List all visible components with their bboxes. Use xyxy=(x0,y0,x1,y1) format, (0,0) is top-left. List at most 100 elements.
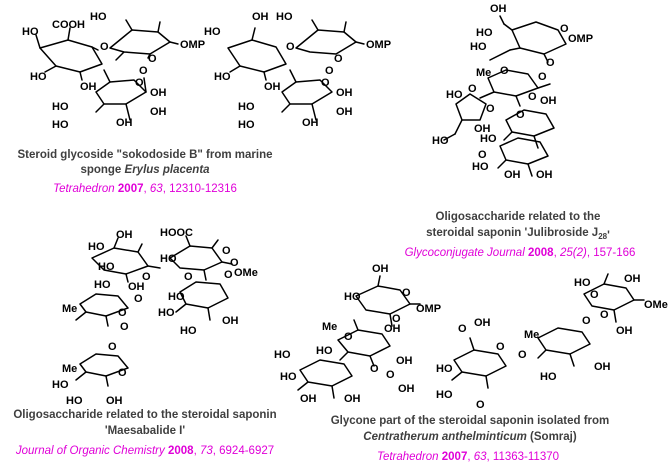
atom-label: OH xyxy=(222,315,239,327)
atom-label: O xyxy=(134,293,143,305)
reference: Glycoconjugate Journal 2008, 25(2), 157-… xyxy=(405,247,636,259)
caption-line-1: Oligosaccharide related to the steroidal… xyxy=(13,409,276,421)
atom-label: OH xyxy=(336,106,353,118)
atom-label: OH xyxy=(372,263,389,275)
atom-label: HO xyxy=(574,277,591,289)
atom-label: OH xyxy=(616,325,633,337)
atom-label: OH xyxy=(594,361,611,373)
atom-label: HO xyxy=(432,135,449,147)
atom-label: O xyxy=(590,289,599,301)
caption-line-1: Glycone part of the steroidal saponin is… xyxy=(331,415,610,427)
atom-label: O xyxy=(325,65,334,77)
atom-label: O xyxy=(344,331,353,343)
caption-line-2: sponge Erylus placenta xyxy=(80,164,210,176)
atom-label: OMP xyxy=(180,39,205,51)
atom-label: O xyxy=(468,83,477,95)
atom-label: Me xyxy=(322,321,337,333)
atom-label: O xyxy=(120,321,129,333)
atom-label: HO xyxy=(276,11,293,23)
atom-label: OH xyxy=(128,281,145,293)
atom-label: HO xyxy=(88,241,105,253)
bonds xyxy=(75,235,233,387)
atom-label: O xyxy=(560,23,569,35)
atom-label: O xyxy=(476,399,485,411)
atom-label: Me xyxy=(62,303,77,315)
atom-label: OH xyxy=(344,393,361,405)
atom-label: COOH xyxy=(52,19,85,31)
atom-label: O xyxy=(528,91,537,103)
atom-label: Me xyxy=(476,67,491,79)
atom-label: HO xyxy=(52,101,69,113)
atom-label: HO xyxy=(274,349,291,361)
atom-label: OMe xyxy=(234,267,258,279)
atom-label: HO xyxy=(280,371,297,383)
atom-label: OMP xyxy=(416,303,441,315)
atom-label: O xyxy=(230,257,239,269)
caption: Oligosaccharide related to the steroidal… xyxy=(426,211,610,242)
atom-label: HO xyxy=(472,161,489,173)
atom-label: HO xyxy=(66,395,83,407)
atom-label: HO xyxy=(344,291,361,303)
atom-label: O xyxy=(286,41,295,53)
atom-label: O xyxy=(600,309,609,321)
atom-label: O xyxy=(135,77,144,89)
reference: Tetrahedron 2007, 63, 11363-11370 xyxy=(377,451,559,463)
atom-label: OH xyxy=(116,117,133,129)
atom-label: HO xyxy=(52,119,69,131)
atom-label: O xyxy=(224,269,233,281)
bonds xyxy=(443,15,567,177)
bonds xyxy=(297,273,645,399)
atom-label: O xyxy=(546,57,555,69)
atom-label: Me xyxy=(524,329,539,341)
atom-label: HO xyxy=(94,279,111,291)
atom-label: O xyxy=(516,109,525,121)
atom-label: OH xyxy=(490,3,507,15)
atom-label: OH xyxy=(150,106,167,118)
atom-label: O xyxy=(321,77,330,89)
reference: Tetrahedron 2007, 63, 12310-12316 xyxy=(53,183,237,195)
atom-label: OMP xyxy=(568,33,593,45)
atom-label: O xyxy=(386,369,395,381)
atom-label: HOOC xyxy=(160,227,193,239)
caption-line-1: Oligosaccharide related to the xyxy=(436,211,601,223)
atom-label: HO xyxy=(30,71,47,83)
atom-label: OH xyxy=(504,169,521,181)
atom-label: HO xyxy=(90,11,107,23)
atom-label: O xyxy=(118,307,127,319)
atom-label: HO xyxy=(22,26,39,38)
atom-label: HO xyxy=(52,379,69,391)
reference: Journal of Organic Chemistry 2008, 73, 6… xyxy=(15,445,274,457)
atom-label: OH xyxy=(536,169,553,181)
atom-label: OH xyxy=(252,11,269,23)
atom-label: HO xyxy=(540,371,557,383)
atom-label: O xyxy=(370,363,379,375)
atom-label: OH xyxy=(336,87,353,99)
atom-label: HO xyxy=(98,261,115,273)
atom-label: OMe xyxy=(644,299,668,311)
atom-label: O xyxy=(486,103,495,115)
atom-label: HO xyxy=(316,345,333,357)
caption-line-2: 'Maesabalide I' xyxy=(105,425,186,437)
atom-label: OH xyxy=(384,323,401,335)
atom-label: OH xyxy=(474,317,491,329)
atom-label: HO xyxy=(238,101,255,113)
caption-line-1: Steroid glycoside "sokodoside B" from ma… xyxy=(17,149,272,161)
atom-label: HO xyxy=(160,253,177,265)
caption: Steroid glycoside "sokodoside B" from ma… xyxy=(17,149,272,176)
atom-label: HO xyxy=(204,26,221,38)
atom-label: OH xyxy=(302,117,319,129)
atom-label: HO xyxy=(476,27,493,39)
atom-label: HO xyxy=(168,291,185,303)
atom-label: OH xyxy=(106,395,123,407)
caption: Glycone part of the steroidal saponin is… xyxy=(331,415,610,443)
